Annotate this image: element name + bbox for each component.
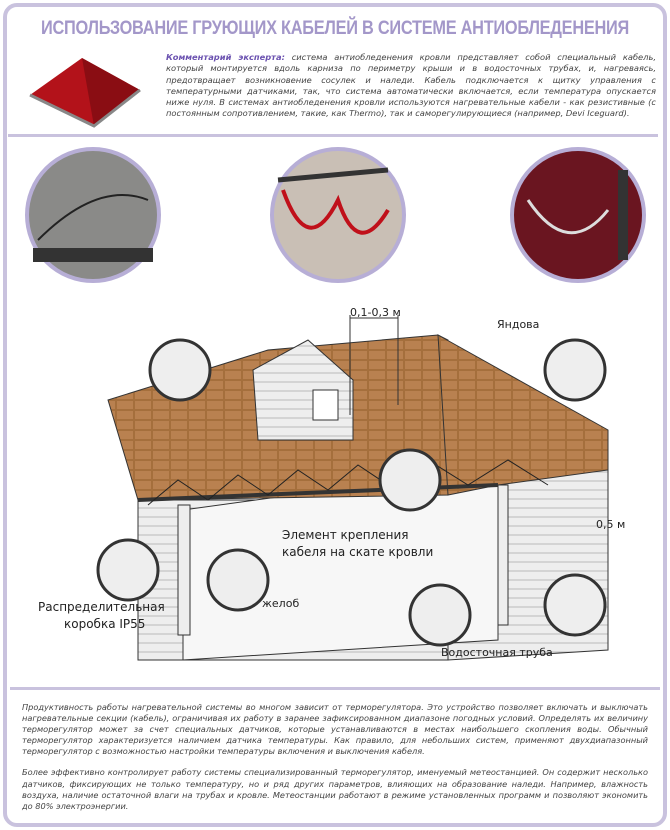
junction-box-label-2: коробка IP55 bbox=[64, 617, 146, 631]
roof-heating-diagram bbox=[25, 147, 646, 661]
detail-downpipe-left bbox=[408, 583, 472, 647]
paragraph-2: Более эффективно контролирует работу сис… bbox=[22, 767, 648, 811]
detail-ridge bbox=[148, 338, 212, 402]
spacing-label: 0,1-0,3 м bbox=[350, 306, 401, 319]
junction-box-label-1: Распределительная bbox=[38, 600, 165, 614]
paragraph-1: Продуктивность работы нагревательной сис… bbox=[22, 702, 648, 757]
red-roof-image bbox=[29, 58, 141, 128]
page-title: ИСПОЛЬЗОВАНИЕ ГРУЮЩИХ КАБЕЛЕЙ В СИСТЕМЕ … bbox=[40, 18, 630, 39]
detail-downpipe-right bbox=[543, 573, 607, 637]
detail-mount bbox=[378, 448, 442, 512]
downpipe-label: Водосточная труба bbox=[441, 646, 553, 659]
mount-label-1: Элемент крепления bbox=[282, 528, 409, 542]
valley-label: Яндова bbox=[497, 318, 540, 331]
thermostat-description: Продуктивность работы нагревательной сис… bbox=[22, 702, 648, 822]
divider bbox=[8, 134, 658, 137]
photo-metal-roof-cable bbox=[510, 147, 646, 283]
photo-red-cable bbox=[270, 147, 406, 283]
gutter-label: желоб bbox=[262, 597, 300, 610]
detail-junction-box bbox=[96, 538, 160, 602]
detail-gutter bbox=[206, 548, 270, 612]
comment-text: система антиобледенения кровли представл… bbox=[166, 52, 656, 119]
photo-shingle-cable bbox=[25, 147, 161, 283]
expert-comment: Комментарий эксперта: система антиобледе… bbox=[166, 52, 656, 120]
mount-label-2: кабеля на скате кровли bbox=[282, 545, 434, 559]
bottom-divider bbox=[10, 687, 660, 822]
detail-valley bbox=[543, 338, 607, 402]
overhang-label: 0,5 м bbox=[596, 518, 626, 531]
comment-label: Комментарий эксперта: bbox=[166, 52, 285, 62]
